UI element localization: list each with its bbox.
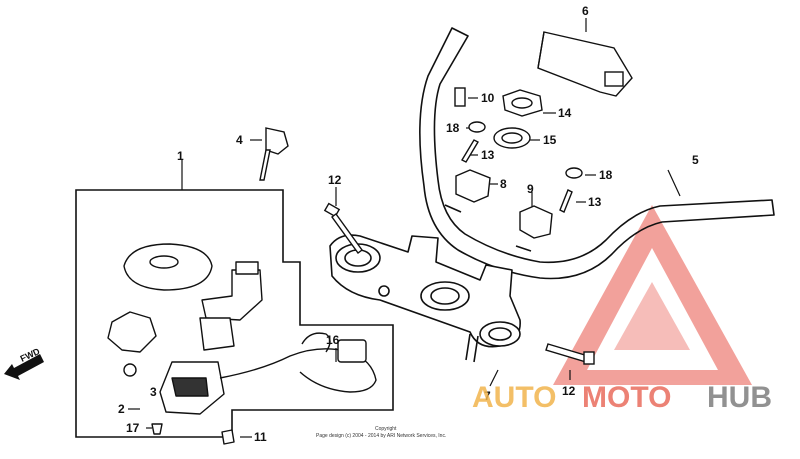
callout-11: 11 [254,430,267,444]
callout-13-right: 13 [588,195,602,209]
watermark-text: AUTO MOTO HUB [472,381,772,414]
callout-numbers: 1 2 3 4 5 6 7 8 9 10 11 12 12 13 13 14 1… [118,4,699,444]
bolt-12-upper [323,202,363,254]
callout-3: 3 [150,385,157,399]
callout-1: 1 [177,149,184,163]
copyright-line-1: Copyright [375,426,397,432]
handlebar-parts [454,31,633,239]
callout-14: 14 [558,106,572,120]
callout-9: 9 [527,182,534,196]
watermark-logo [553,205,752,385]
callout-5: 5 [692,153,699,167]
copyright-line-2: Page design (c) 2004 - 2014 by ARI Netwo… [316,433,446,439]
callout-15: 15 [543,133,557,147]
callout-16: 16 [326,333,340,347]
callout-12-lower: 12 [562,384,576,398]
fwd-arrow [4,354,44,380]
callout-4: 4 [236,133,243,147]
callout-18-right: 18 [599,168,613,182]
watermark-auto: AUTO [472,381,556,414]
top-bridge [329,234,521,363]
callout-6: 6 [582,4,589,18]
ignition-switch-parts [107,243,377,445]
callout-18-left: 18 [446,121,460,135]
callout-7: 7 [484,389,491,403]
callout-10: 10 [481,91,495,105]
ignition-key [259,127,289,181]
bolt-12-lower [545,343,595,365]
ignition-switch-box [75,189,394,438]
handlebar [419,27,775,280]
watermark-moto: MOTO [582,381,671,414]
callout-2: 2 [118,402,125,416]
callout-17: 17 [126,421,140,435]
watermark-hub: HUB [707,381,772,414]
callout-8: 8 [500,177,507,191]
callout-12-upper: 12 [328,173,342,187]
callout-13-left: 13 [481,148,495,162]
